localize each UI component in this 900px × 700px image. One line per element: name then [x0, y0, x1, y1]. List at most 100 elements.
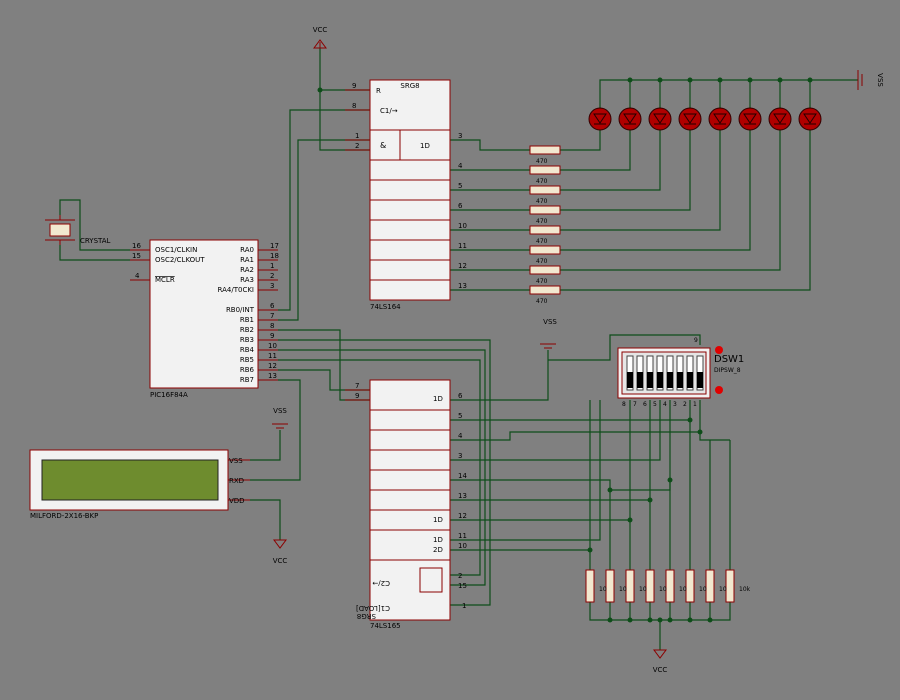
svg-text:MCLR: MCLR [155, 276, 175, 284]
svg-text:2: 2 [683, 401, 687, 408]
svg-text:4: 4 [663, 401, 667, 408]
svg-text:5: 5 [458, 182, 462, 190]
svg-text:RB5: RB5 [240, 356, 254, 364]
svg-text:7: 7 [633, 401, 637, 408]
svg-text:RB4: RB4 [240, 346, 255, 354]
vss-middle-symbol: VSS [540, 318, 557, 349]
chip-74ls164-label: 74LS164 [370, 303, 401, 311]
svg-text:5: 5 [653, 401, 657, 408]
svg-text:9: 9 [355, 392, 359, 400]
svg-text:&: & [380, 141, 386, 150]
resistor[interactable] [529, 285, 561, 295]
resistor[interactable] [645, 569, 655, 603]
svg-text:6: 6 [458, 392, 463, 400]
svg-text:1D: 1D [420, 142, 430, 150]
chip-pic16f84a[interactable]: OSC1/CLKIN OSC2/CLKOUT MCLR 16 15 4 RA0 … [130, 239, 279, 399]
svg-text:RA2: RA2 [240, 266, 254, 274]
resistor[interactable] [665, 569, 675, 603]
vss-lcd-symbol: VSS [272, 407, 288, 429]
wire-layer [59, 48, 858, 650]
resistor[interactable] [705, 569, 715, 603]
led[interactable] [678, 107, 702, 131]
resistor[interactable] [529, 245, 561, 255]
resistor[interactable] [625, 569, 635, 603]
resistor[interactable] [529, 265, 561, 275]
svg-text:470: 470 [536, 278, 548, 285]
vcc-lcd-symbol: VCC [273, 539, 287, 565]
led-resistors: 470 470 470 470 470 470 470 470 [529, 145, 561, 305]
svg-text:10: 10 [458, 542, 467, 550]
led[interactable] [648, 107, 672, 131]
vss-right-symbol: VSS [857, 70, 884, 90]
svg-text:3: 3 [458, 132, 462, 140]
led-array [588, 107, 822, 131]
svg-text:14: 14 [458, 472, 467, 480]
vcc-top-symbol: VCC [313, 26, 327, 49]
svg-text:2: 2 [355, 142, 359, 150]
dip-switch-levers[interactable] [626, 355, 704, 391]
svg-text:RA0: RA0 [240, 246, 254, 254]
led[interactable] [738, 107, 762, 131]
led[interactable] [798, 107, 822, 131]
svg-text:VSS: VSS [543, 318, 557, 326]
svg-text:12: 12 [268, 362, 277, 370]
led[interactable] [708, 107, 732, 131]
chip-74ls164[interactable]: SRG8 R C1/→ & 1D 74LS164 9 8 1 2 3 4 5 6… [345, 79, 467, 311]
svg-text:11: 11 [458, 242, 467, 250]
crystal-label: CRYSTAL [80, 237, 111, 245]
svg-text:OSC1/CLKIN: OSC1/CLKIN [155, 246, 197, 254]
resistor[interactable] [725, 569, 735, 603]
svg-text:SRG8: SRG8 [400, 82, 419, 90]
svg-text:1: 1 [462, 602, 466, 610]
svg-text:RB3: RB3 [240, 336, 254, 344]
led[interactable] [768, 107, 792, 131]
svg-text:3: 3 [270, 282, 274, 290]
svg-text:SRG8: SRG8 [357, 612, 376, 620]
resistor[interactable] [529, 225, 561, 235]
led[interactable] [588, 107, 612, 131]
svg-text:10: 10 [719, 586, 727, 593]
led[interactable] [618, 107, 642, 131]
svg-text:1D: 1D [433, 516, 443, 524]
svg-text:1: 1 [693, 401, 697, 408]
svg-text:13: 13 [458, 282, 467, 290]
svg-text:11: 11 [458, 532, 467, 540]
svg-text:8: 8 [622, 401, 626, 408]
dip-switch-up-button[interactable] [715, 346, 723, 354]
svg-text:6: 6 [458, 202, 463, 210]
dip-switch[interactable]: DSW1 DIPSW_8 9 8 7 6 5 4 3 2 1 [617, 337, 744, 408]
svg-text:5: 5 [458, 412, 462, 420]
junction-dots [317, 77, 813, 623]
svg-text:15: 15 [458, 582, 467, 590]
crystal[interactable]: CRYSTAL [45, 215, 111, 245]
resistor[interactable] [585, 569, 595, 603]
svg-text:1D: 1D [433, 536, 443, 544]
dip-switch-name: DSW1 [714, 354, 744, 365]
svg-text:1: 1 [355, 132, 359, 140]
svg-text:8: 8 [270, 322, 274, 330]
svg-text:VDD: VDD [229, 497, 245, 505]
lcd-screen [41, 459, 219, 501]
svg-text:4: 4 [135, 272, 140, 280]
svg-text:3: 3 [458, 452, 462, 460]
svg-text:10: 10 [659, 586, 667, 593]
resistor[interactable] [529, 205, 561, 215]
svg-text:C1[LOAD]: C1[LOAD] [356, 604, 390, 612]
chip-74ls165[interactable]: 1D 1D 1D 2D C2/→ C1[LOAD] SRG8 74LS165 7… [345, 379, 467, 630]
resistor[interactable] [685, 569, 695, 603]
svg-text:9: 9 [352, 82, 356, 90]
resistor[interactable] [529, 165, 561, 175]
dip-switch-down-button[interactable] [715, 386, 723, 394]
resistor[interactable] [529, 185, 561, 195]
svg-text:470: 470 [536, 178, 548, 185]
resistor[interactable] [605, 569, 615, 603]
svg-text:C2/→: C2/→ [372, 579, 390, 587]
svg-text:6: 6 [270, 302, 275, 310]
svg-text:RA1: RA1 [240, 256, 254, 264]
chip-74ls165-label: 74LS165 [370, 622, 401, 630]
resistor[interactable] [529, 145, 561, 155]
svg-text:10: 10 [639, 586, 647, 593]
lcd-module[interactable]: MILFORD-2X16-BKP VSS RXD VDD [29, 449, 250, 520]
svg-text:RXD: RXD [229, 477, 244, 485]
